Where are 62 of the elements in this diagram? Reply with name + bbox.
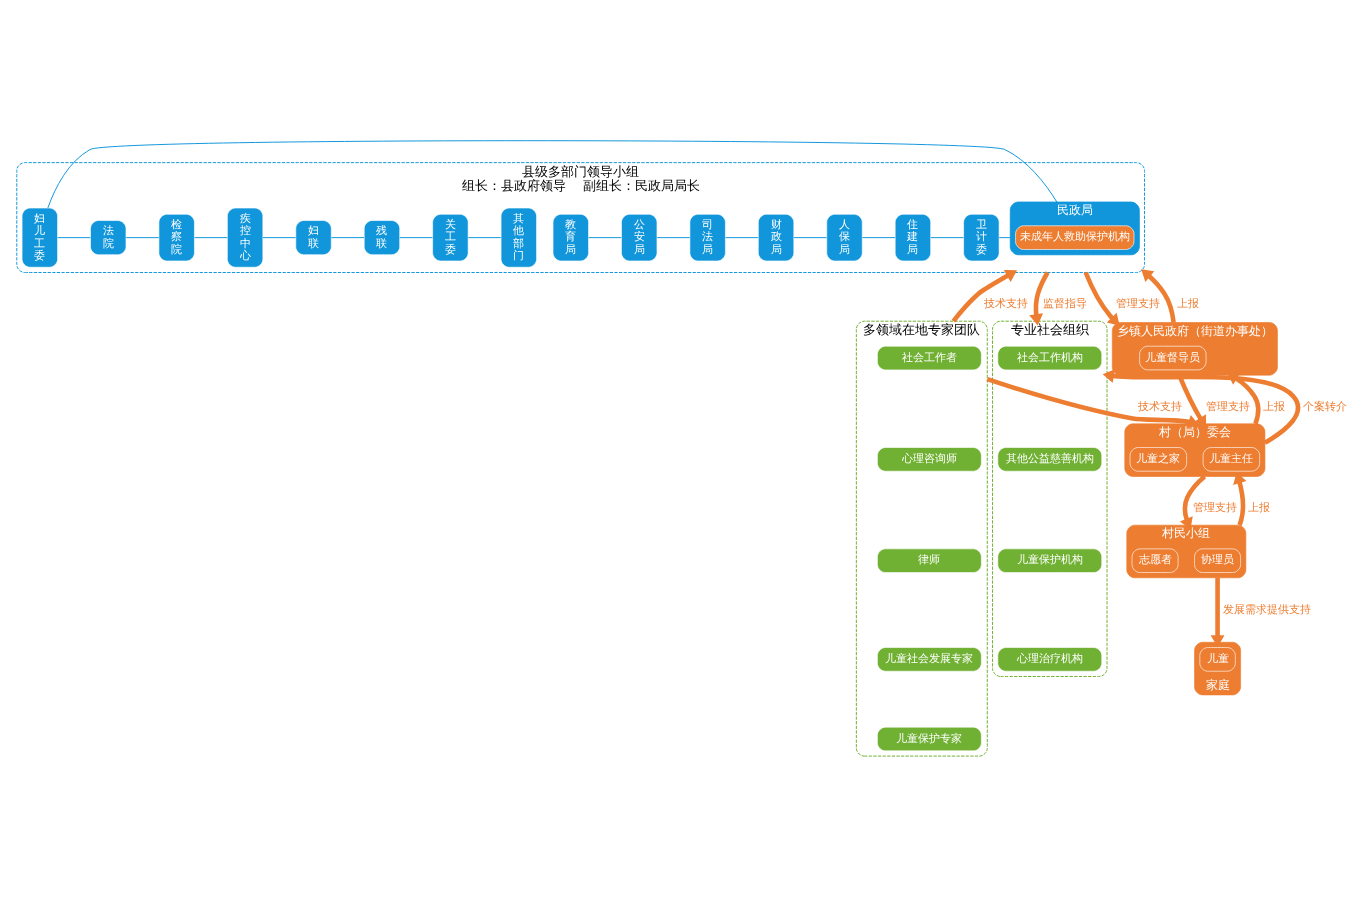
edge-label: 技术支持 xyxy=(1137,399,1182,412)
edge-label: 管理支持 xyxy=(1192,501,1237,514)
node-box: 协理员 xyxy=(1194,548,1241,573)
edge-label: 监督指导 xyxy=(1043,297,1088,310)
node-box: 妇联 xyxy=(295,220,332,256)
node-box: 律师 xyxy=(877,548,982,573)
edge-label: 上报 xyxy=(1247,501,1270,514)
node-box: 儿童社会发展专家 xyxy=(877,647,982,672)
node-box: 疾控中心 xyxy=(227,207,264,268)
edge-label: 上报 xyxy=(1177,297,1200,310)
arrow xyxy=(1141,269,1176,323)
node-box: 其他部门 xyxy=(500,207,537,268)
node-box: 心理咨询师 xyxy=(877,447,982,472)
node-box: 法院 xyxy=(90,220,127,256)
node-box: 未成年人救助保护机构 xyxy=(1015,225,1135,250)
edge-label: 上报 xyxy=(1262,399,1285,412)
edge-label: 管理支持 xyxy=(1115,297,1160,310)
node-box: 志愿者 xyxy=(1131,548,1179,573)
node-box: 社会工作机构 xyxy=(997,345,1103,371)
node-box: 儿童督导员 xyxy=(1139,345,1207,371)
connector xyxy=(57,237,91,239)
connector xyxy=(125,237,160,239)
node-box: 儿童之家 xyxy=(1129,447,1187,472)
edge-label: 技术支持 xyxy=(983,297,1028,310)
node-box: 儿童 xyxy=(1199,647,1236,672)
connector xyxy=(998,237,1011,239)
connector xyxy=(47,140,1058,209)
connector xyxy=(861,237,896,239)
node-box: 儿童保护专家 xyxy=(877,726,982,752)
connector xyxy=(262,237,297,239)
node-box: 社会工作者 xyxy=(877,345,982,371)
node-box: 儿童保护机构 xyxy=(997,548,1103,573)
node-box: 儿童主任 xyxy=(1202,447,1260,472)
connector xyxy=(656,237,691,239)
connector xyxy=(467,237,502,239)
node-box: 卫计委 xyxy=(963,213,1000,262)
edge-label: 个案转介 xyxy=(1303,399,1348,412)
arrow xyxy=(986,376,1200,429)
connector xyxy=(930,237,964,239)
node-box: 关工委 xyxy=(432,213,469,262)
node-box: 心理治疗机构 xyxy=(997,647,1103,672)
arrow xyxy=(1029,271,1050,326)
arrow xyxy=(1083,271,1120,326)
node-box: 妇儿工委 xyxy=(21,207,58,268)
node-box: 其他公益慈善机构 xyxy=(997,447,1103,472)
edge-label: 管理支持 xyxy=(1205,399,1250,412)
node-box: 残联 xyxy=(363,220,401,256)
node-box: 检察院 xyxy=(158,213,195,262)
arrow xyxy=(951,269,1018,323)
node-box: 公安局 xyxy=(621,213,658,262)
connector xyxy=(725,237,759,239)
node-box: 财政局 xyxy=(757,213,795,262)
connector xyxy=(588,237,622,239)
connector xyxy=(330,237,365,239)
edge-label: 发展需求提供支持 xyxy=(1223,602,1312,615)
connector xyxy=(399,237,433,239)
node-box: 人保局 xyxy=(826,213,863,262)
connector xyxy=(793,237,828,239)
node-box: 司法局 xyxy=(689,213,726,262)
node-box: 教育局 xyxy=(552,213,589,262)
node-box: 住建局 xyxy=(894,213,932,262)
connector xyxy=(194,237,228,239)
